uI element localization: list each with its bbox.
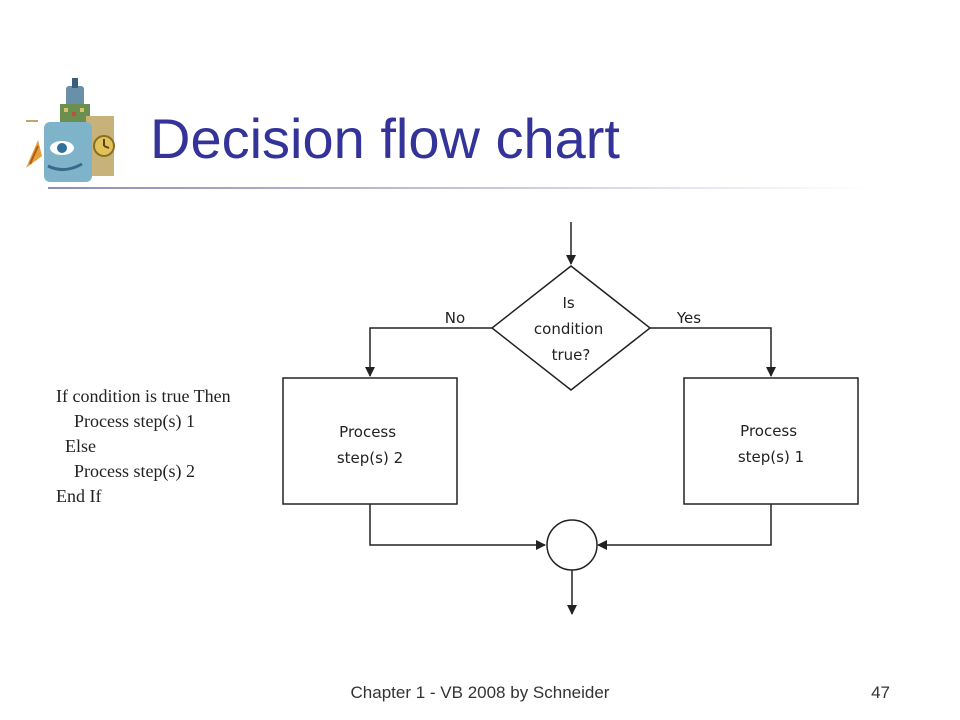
- right-merge-arrow: [597, 504, 772, 550]
- logo-clipart: [20, 76, 132, 188]
- yes-branch-arrow: [650, 327, 776, 377]
- pseudocode-line: Process step(s) 1: [56, 411, 195, 431]
- process-box-left: [282, 377, 458, 505]
- left-merge-arrow: [369, 504, 546, 550]
- pseudocode-line: Process step(s) 2: [56, 461, 195, 481]
- decision-text: Is condition true?: [534, 294, 608, 364]
- process-box-right: [683, 377, 859, 505]
- no-branch-arrow: [365, 327, 492, 377]
- decision-diamond: [490, 265, 652, 391]
- pseudocode-line: If condition is true Then: [56, 386, 231, 406]
- slide-footer: Chapter 1 - VB 2008 by Schneider: [350, 683, 610, 702]
- connector-circle: [546, 519, 598, 571]
- slide-title: Decision flow chart: [150, 107, 620, 170]
- flowchart-diagram: Is condition true? No Yes Process step(s…: [282, 222, 859, 615]
- pseudocode-line: End If: [56, 486, 102, 506]
- process-right-text: Process step(s) 1: [738, 422, 804, 466]
- title-divider: [48, 187, 868, 189]
- page-number: 47: [871, 683, 890, 702]
- yes-label: Yes: [676, 309, 701, 327]
- pseudocode-line: Else: [56, 436, 96, 456]
- no-label: No: [445, 309, 465, 327]
- process-left-text: Process step(s) 2: [337, 423, 403, 467]
- pseudocode-block: If condition is true Then Process step(s…: [56, 384, 231, 509]
